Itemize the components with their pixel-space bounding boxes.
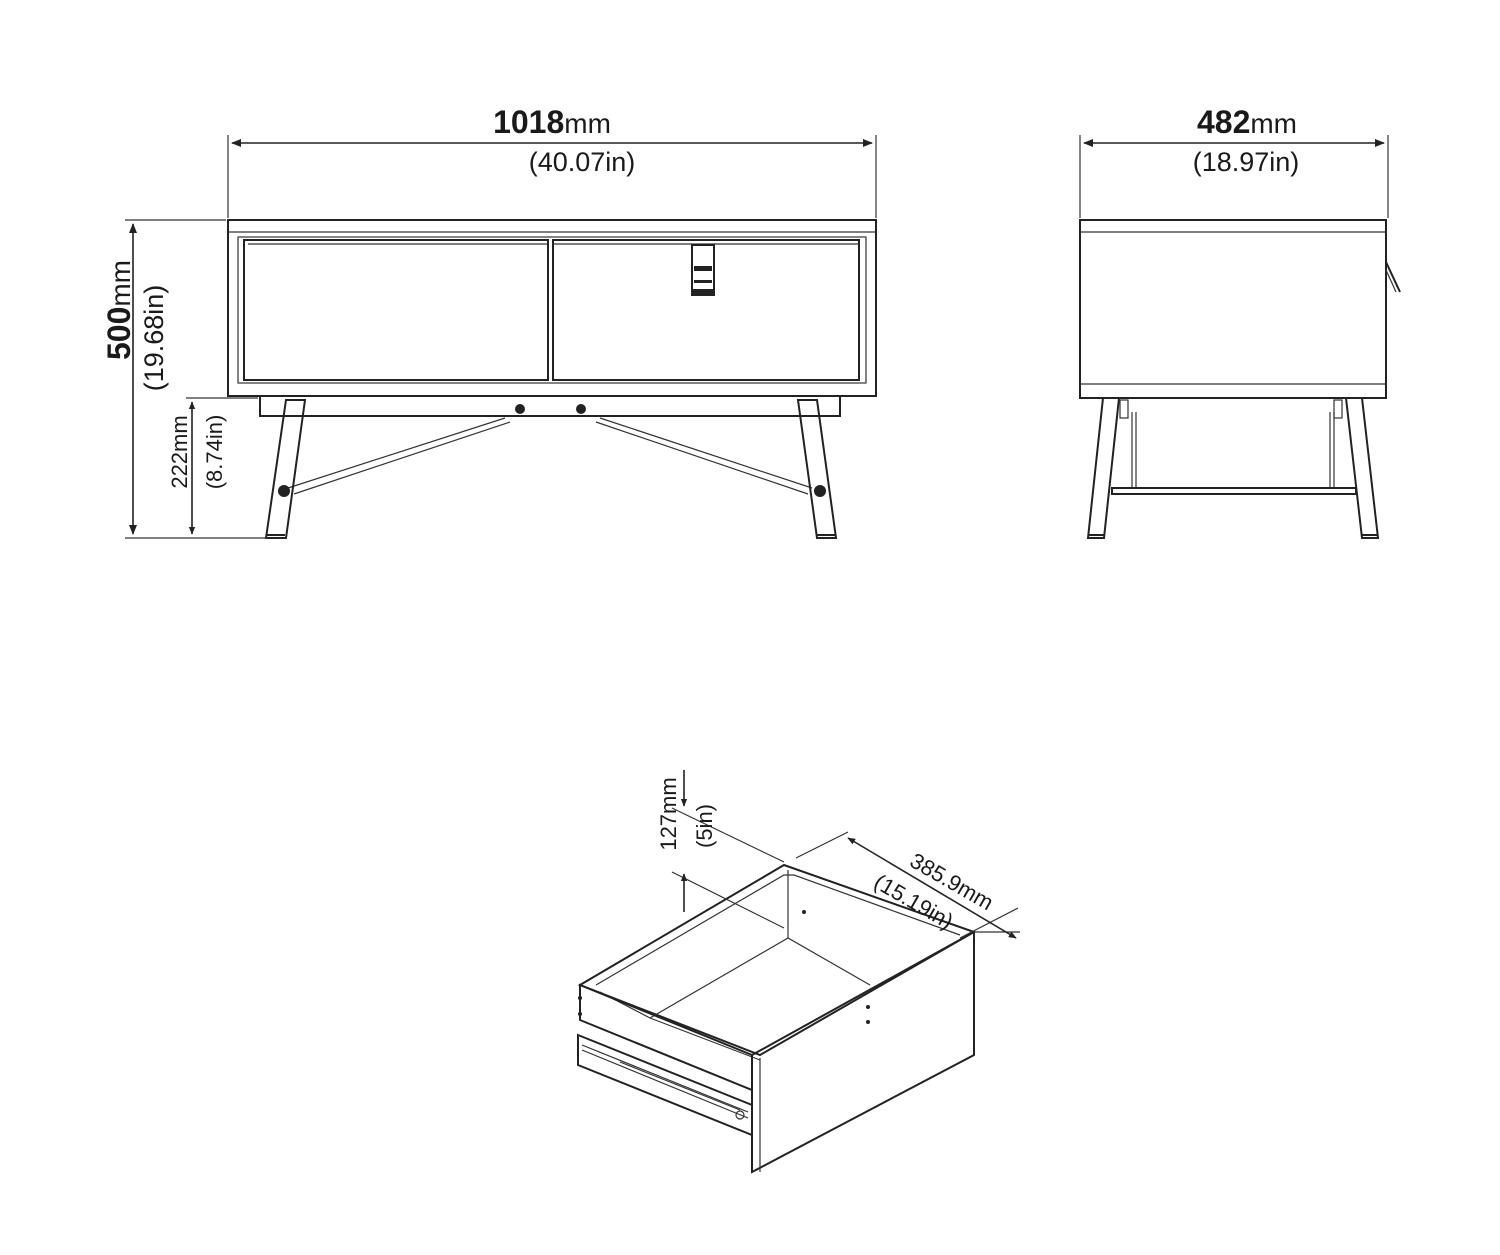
side-depth-imperial: (18.97in) [1193,147,1300,177]
front-view: 1018mm (40.07in) [101,104,877,539]
side-depth-dimension: 482mm (18.97in) [1079,104,1389,218]
side-cabinet [1079,219,1401,399]
front-width-imperial: (40.07in) [529,147,636,177]
front-left-door [243,239,549,381]
total-height-label: 500mm [101,260,137,360]
front-legs [259,395,841,539]
front-right-door [552,239,860,381]
drawer-height-label: 127mm [656,777,681,850]
total-height-imperial: (19.68in) [139,285,169,392]
front-width-dimension: 1018mm (40.07in) [227,104,877,218]
drawer-front-panel [751,930,975,1174]
side-legs [1086,397,1380,539]
front-width-label: 1018mm [493,104,611,140]
leg-height-dimension: 222mm (8.74in) [167,397,258,535]
drawer-height-imperial: (5in) [692,804,717,848]
side-view: 482mm (18.97in) [1079,104,1401,539]
total-height-dimension: 500mm (19.68in) [101,219,268,539]
side-depth-label: 482mm [1197,104,1297,140]
drawer-view: 127mm (5in) 385.9mm (15.19in) [577,770,1020,1174]
drawer-height-dimension: 127mm (5in) [656,770,785,929]
door-handle [691,244,715,296]
front-cabinet [227,219,877,397]
drawer-depth-dimension: 385.9mm (15.19in) [795,831,1020,939]
leg-height-label: 222mm [167,415,192,488]
leg-height-imperial: (8.74in) [202,415,227,490]
